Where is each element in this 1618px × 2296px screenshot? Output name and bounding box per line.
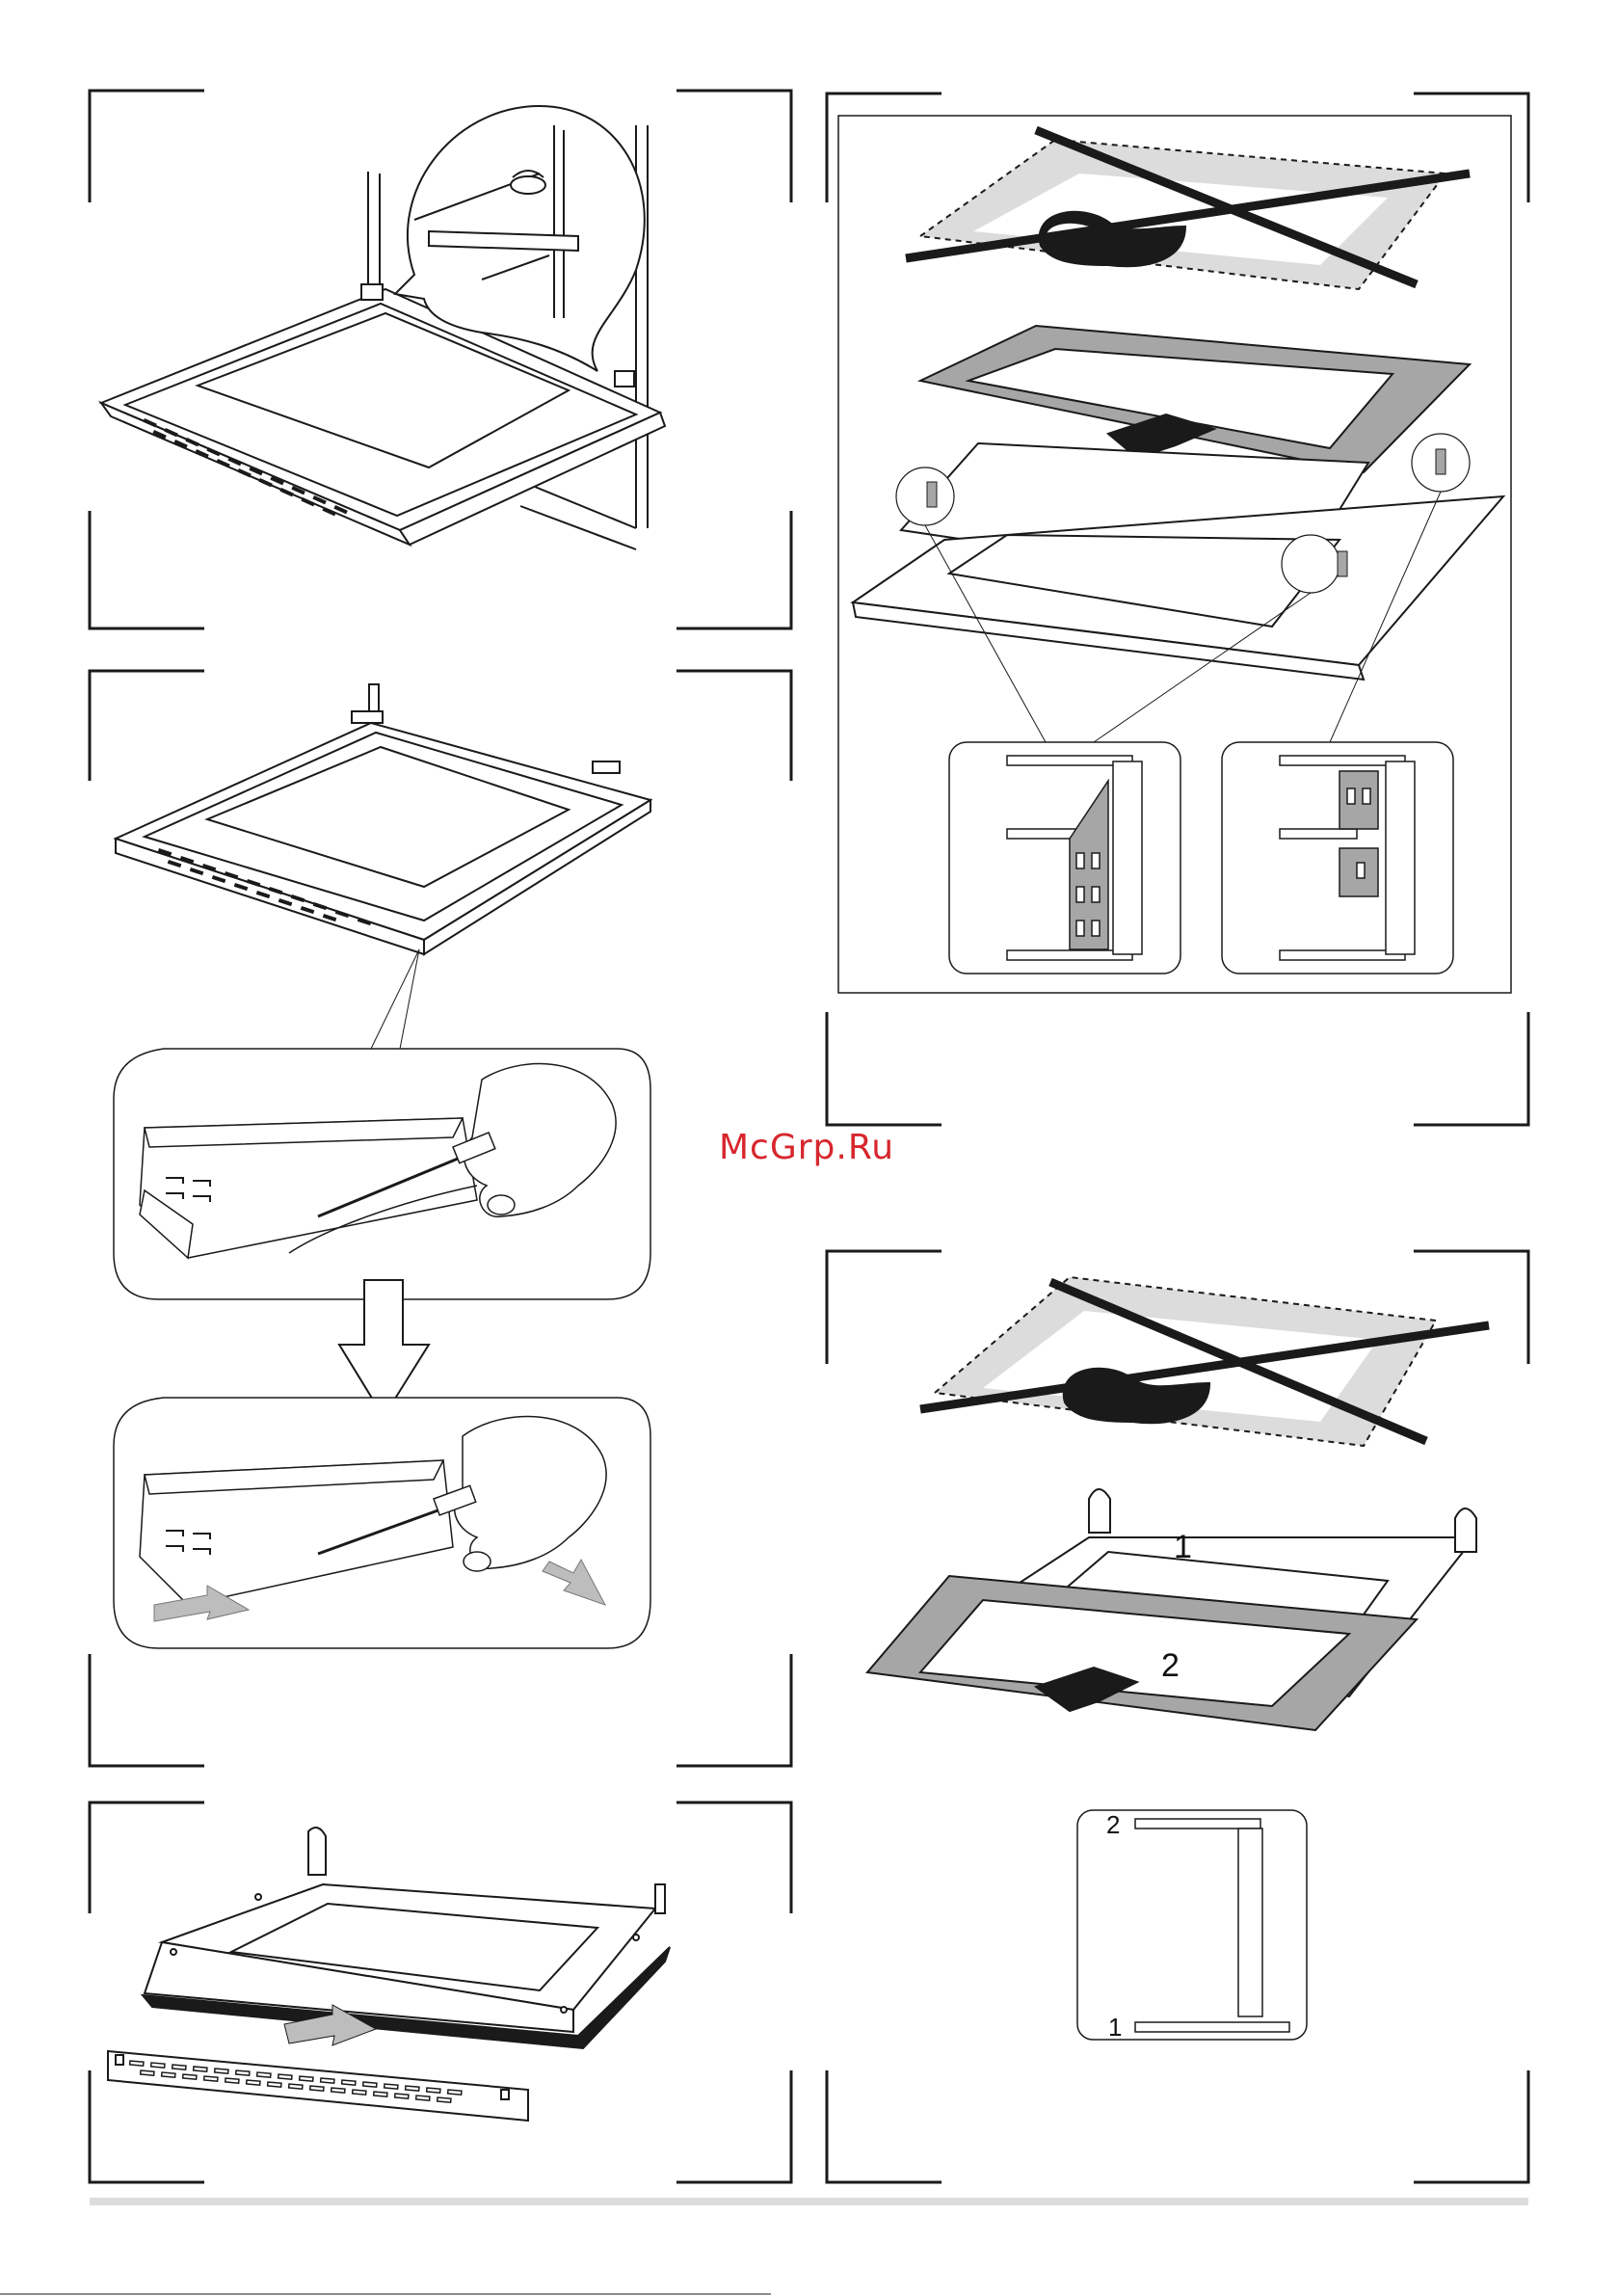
pane-label-2: 2: [1161, 1649, 1180, 1682]
detail-label-2: 2: [1106, 1812, 1120, 1837]
detail-screwdriver-1: [114, 1049, 650, 1299]
door-flat-illustration: [116, 684, 650, 1049]
pane-order-detail: [1077, 1810, 1307, 2040]
detail-screwdriver-2: [114, 1398, 650, 1648]
pane-label-1: 1: [1174, 1531, 1192, 1563]
glass-panes-removal: [853, 130, 1503, 974]
oven-door-open-illustration: [101, 106, 665, 549]
watermark-text: McGrp.Ru: [719, 1128, 894, 1167]
down-arrow: [339, 1280, 429, 1417]
footer-rule: [90, 2198, 1528, 2205]
detail-label-1: 1: [1108, 2015, 1122, 2040]
door-frame-trim-removed: [108, 1828, 670, 2121]
